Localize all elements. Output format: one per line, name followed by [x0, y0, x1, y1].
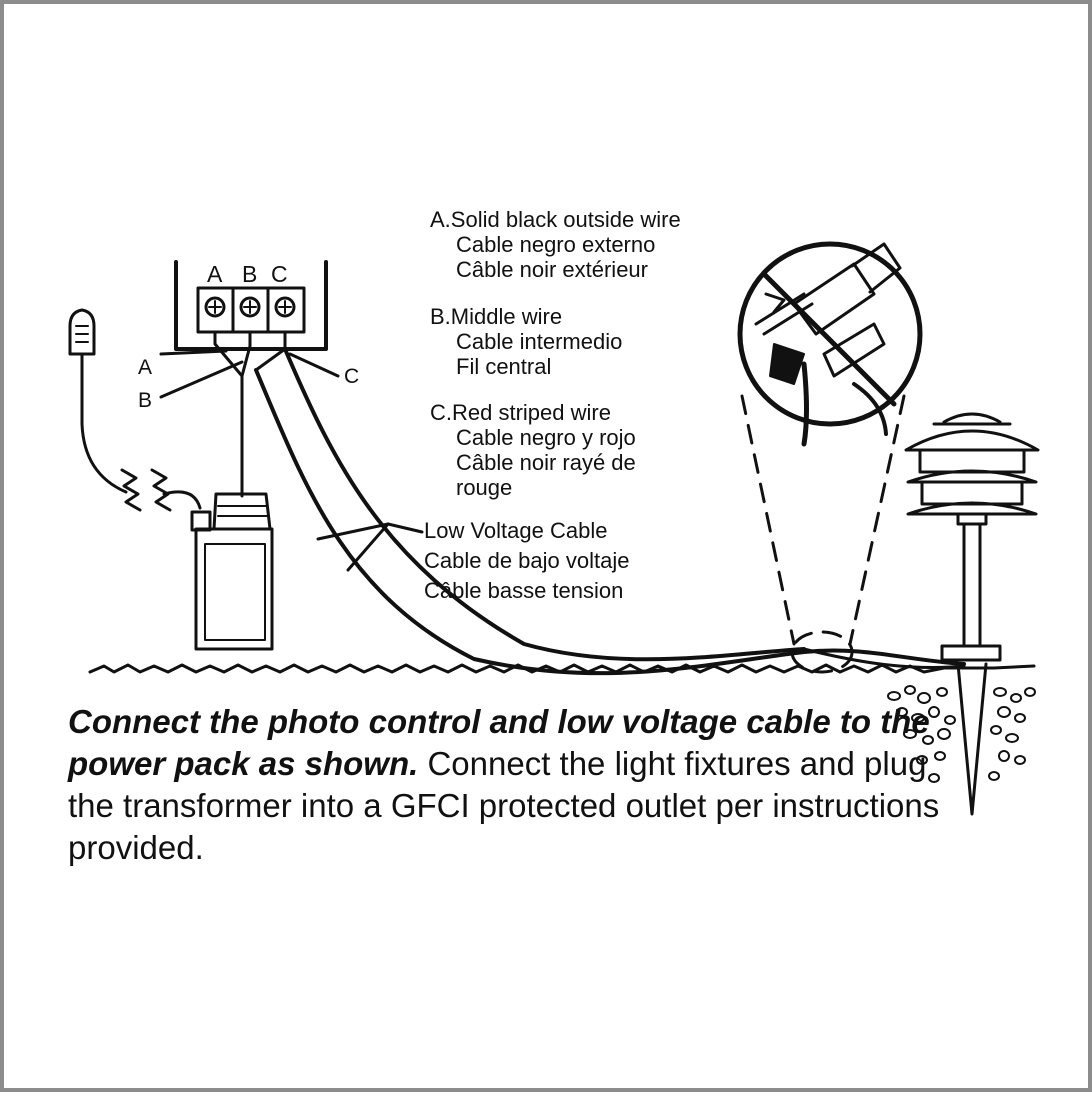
- legend-text-es: Cable negro y rojo: [456, 425, 636, 450]
- legend-letter: A.: [430, 207, 451, 232]
- legend-text-en: Red striped wire: [452, 400, 611, 425]
- legend-text-es: Cable intermedio: [456, 329, 623, 354]
- legend-text-fr: Câble noir extérieur: [456, 257, 648, 282]
- legend-text-fr: Fil central: [456, 354, 552, 379]
- photo-control-plug: [68, 308, 212, 532]
- legend-text-en: Middle wire: [450, 304, 563, 329]
- connector-detail: [737, 241, 923, 447]
- cable-label-es: Cable de bajo voltaje: [424, 548, 630, 573]
- terminal-letter-b: B: [242, 261, 258, 287]
- power-pack: [194, 374, 274, 651]
- legend-text-es: Cable negro externo: [456, 232, 656, 257]
- caption-regular: Connect the light fixtures and plug the …: [68, 745, 940, 866]
- screw-icon: [204, 296, 226, 318]
- gravel: [887, 685, 1036, 783]
- legend-text-fr-cont: rouge: [456, 475, 513, 500]
- legend-text-en: Solid black outside wire: [450, 207, 681, 232]
- legend-item-a: A.Solid black outside wire Cable negro e…: [430, 207, 681, 282]
- wire-callout-c: C: [344, 365, 360, 388]
- legend-letter: C.: [430, 400, 452, 425]
- low-voltage-cable-label: Low Voltage Cable Cable de bajo voltaje …: [424, 516, 629, 606]
- pagoda-light-fixture: [904, 412, 1040, 816]
- ground-line: [88, 663, 1036, 674]
- cord-break-icon: [150, 468, 172, 512]
- legend-letter: B.: [430, 304, 451, 329]
- terminal-letter-a: A: [207, 261, 223, 287]
- wire-callout-a: A: [138, 356, 153, 379]
- cable-label-leader: [316, 522, 424, 572]
- arrow-icon: [764, 292, 786, 314]
- screw-icon: [239, 296, 261, 318]
- legend-text-fr: Câble noir rayé de: [456, 450, 636, 475]
- wire-callout-b: B: [138, 389, 153, 412]
- wiring-illustration: [68, 241, 1040, 816]
- legend-item-c: C.Red striped wire Cable negro y rojo Câ…: [430, 400, 636, 500]
- screw-icon: [274, 296, 296, 318]
- low-voltage-cable: [254, 347, 966, 676]
- cable-label-fr: Câble basse tension: [424, 578, 624, 603]
- zoom-callout: [740, 394, 906, 674]
- instruction-caption: Connect the photo control and low voltag…: [68, 701, 948, 869]
- terminal-wires: [159, 330, 340, 496]
- legend-item-b: B.Middle wire Cable intermedio Fil centr…: [430, 304, 622, 379]
- cord-break-icon: [120, 468, 142, 512]
- terminal-letter-c: C: [271, 261, 288, 287]
- caption-bold: Connect the photo control and low voltag…: [68, 703, 930, 782]
- cable-label-en: Low Voltage Cable: [424, 518, 608, 543]
